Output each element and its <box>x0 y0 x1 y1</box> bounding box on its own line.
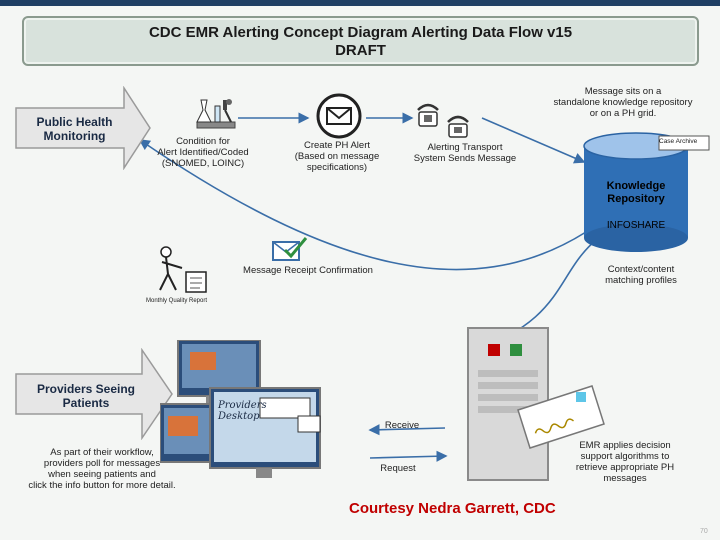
provider-desktops <box>160 340 321 478</box>
condition-text: Condition for Alert Identified/Coded (SN… <box>148 136 258 169</box>
request-label: Request <box>380 463 416 474</box>
arrow-to-public-health <box>138 139 587 271</box>
envelope-icon <box>316 93 362 139</box>
context-text: Context/content matching profiles <box>586 264 696 286</box>
message-sits-line1: Message sits on a <box>584 86 662 97</box>
emr-line1: EMR applies decision <box>579 440 671 451</box>
case-archive-label: Case Archive <box>659 138 698 145</box>
providers-line2: Patients <box>62 396 110 410</box>
repository-line1: Knowledge <box>606 180 666 192</box>
emr-applies-text: EMR applies decision support algorithms … <box>552 440 698 484</box>
top-band <box>0 0 720 6</box>
telephone-icon <box>417 103 469 138</box>
public-health-line1: Public Health <box>36 115 113 129</box>
emr-line4: messages <box>603 473 647 484</box>
workflow-line3: when seeing patients and <box>48 469 156 480</box>
create-alert-line1: Create PH Alert <box>304 140 370 151</box>
decision-support-document-icon <box>517 385 605 449</box>
condition-line1: Condition for <box>176 136 230 147</box>
context-line2: matching profiles <box>605 275 677 286</box>
infoshare-label: INFOSHARE <box>606 220 666 231</box>
transport-line1: Alerting Transport <box>427 142 503 153</box>
diagram-title: CDC EMR Alerting Concept Diagram Alertin… <box>148 24 573 41</box>
page-number: 70 <box>700 528 708 535</box>
message-sits-line2: standalone knowledge repository <box>553 97 693 108</box>
title-box: CDC EMR Alerting Concept Diagram Alertin… <box>22 16 699 66</box>
workflow-line4: click the info button for more detail. <box>28 480 176 491</box>
condition-line3: (SNOMED, LOINC) <box>161 158 245 169</box>
public-health-arrow: Public Health Monitoring <box>14 86 152 170</box>
workflow-line2: providers poll for messages <box>43 458 161 469</box>
courtesy-caption: Courtesy Nedra Garrett, CDC <box>349 500 556 517</box>
receive-label: Receive <box>384 420 420 431</box>
person-with-report-icon <box>159 246 207 293</box>
server-tower-icon <box>467 327 549 481</box>
arrow-receive <box>368 424 446 436</box>
arrow-transport-to-repository <box>481 117 586 164</box>
message-sits-text: Message sits on a standalone knowledge r… <box>528 86 718 119</box>
arrow-request <box>369 450 448 462</box>
workflow-line1: As part of their workflow, <box>50 447 154 458</box>
message-sits-line3: or on a PH grid. <box>589 108 657 119</box>
receipt-checkmark-icon <box>272 237 308 261</box>
providers-line1: Providers Seeing <box>36 382 136 396</box>
workflow-text: As part of their workflow, providers pol… <box>2 447 202 491</box>
desktop-line2: Desktop <box>218 411 260 422</box>
public-health-line2: Monitoring <box>43 129 106 143</box>
knowledge-repository-cylinder <box>583 132 710 252</box>
create-alert-line2: (Based on message <box>294 151 380 162</box>
create-alert-line3: specifications) <box>306 162 368 173</box>
desktop-line1: Providers <box>218 400 267 411</box>
condition-line2: Alert Identified/Coded <box>157 147 249 158</box>
emr-line2: support algorithms to <box>580 451 670 462</box>
transport-text: Alerting Transport System Sends Message <box>405 142 525 164</box>
draft-label: DRAFT <box>335 42 386 59</box>
repository-line2: Repository <box>607 193 665 205</box>
lab-equipment-icon <box>196 99 236 129</box>
providers-desktop-label: Providers Desktop <box>218 400 267 422</box>
monthly-report-label: Monthly Quality Report <box>146 298 208 304</box>
context-line1: Context/content <box>607 264 675 275</box>
create-alert-text: Create PH Alert (Based on message specif… <box>272 140 402 173</box>
repository-label: Knowledge Repository <box>583 180 689 206</box>
emr-line3: retrieve appropriate PH <box>575 462 675 473</box>
receipt-text: Message Receipt Confirmation <box>243 265 373 276</box>
providers-arrow: Providers Seeing Patients <box>14 348 174 440</box>
transport-line2: System Sends Message <box>413 153 517 164</box>
